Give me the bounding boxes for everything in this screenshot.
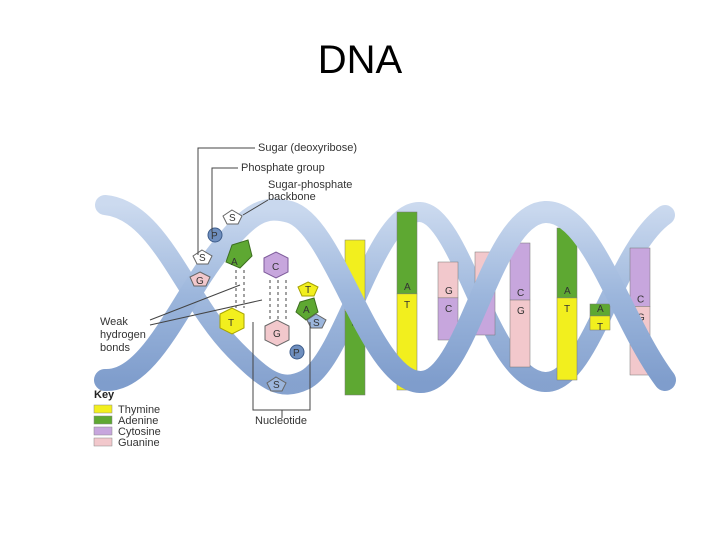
- base-pair-bottom: [556, 297, 578, 381]
- backbone-label-line1: Sugar-phosphate: [268, 179, 352, 191]
- sugar-letter: S: [199, 253, 206, 264]
- base-pair-bottom: [509, 299, 531, 368]
- adenine-letter: A: [231, 257, 238, 268]
- phosphate-letter: P: [293, 348, 300, 359]
- thymine-letter: T: [228, 318, 234, 329]
- sugar-node: [306, 313, 327, 329]
- key-label: Cytosine: [118, 426, 161, 438]
- sugar-letter: S: [229, 213, 236, 224]
- phosphate-callout: [211, 167, 238, 232]
- cytosine-detail-base: [263, 251, 289, 279]
- base-pair-top-letter: A: [404, 282, 411, 293]
- sugar-letter: S: [273, 380, 280, 391]
- base-pair-bottom: [589, 315, 611, 331]
- sugar-node: [266, 376, 287, 392]
- weak-bonds-callout: [149, 284, 241, 321]
- key-swatch: [93, 415, 113, 425]
- key-title: Key: [94, 389, 115, 401]
- base-pair-bottom: [437, 297, 459, 341]
- base-pair-bottom-letter: G: [517, 306, 525, 317]
- weak-bonds-label-line3: bonds: [100, 342, 130, 354]
- phosphate-label: Phosphate group: [241, 162, 325, 174]
- sugar-label: Sugar (deoxyribose): [258, 142, 357, 154]
- key-swatch: [93, 404, 113, 414]
- sugar-callout: [197, 147, 255, 255]
- guanine-detail-base: [189, 271, 211, 287]
- key-label: Adenine: [118, 415, 158, 427]
- guanine-letter: G: [273, 329, 281, 340]
- key-label: Thymine: [118, 404, 160, 416]
- thymine-detail-base: [297, 281, 319, 297]
- page-title: DNA: [317, 38, 403, 82]
- sugar-letter: S: [313, 318, 320, 329]
- base-pair-top-letter: A: [564, 286, 571, 297]
- weak-bonds-label-line1: Weak: [100, 316, 128, 328]
- phosphate-letter: P: [211, 231, 218, 242]
- callout-lines: [149, 147, 311, 418]
- adenine-letter: A: [303, 305, 310, 316]
- thymine-letter: T: [305, 285, 311, 296]
- base-pair-top-letter: G: [445, 286, 453, 297]
- backbone-label-line2: backbone: [268, 191, 316, 203]
- key-label: Guanine: [118, 437, 160, 449]
- sugar-node: [222, 209, 243, 225]
- cytosine-letter: C: [272, 262, 279, 273]
- backbone-strand-front: [94, 198, 676, 393]
- guanine-letter: G: [196, 276, 204, 287]
- base-pair-top-letter: C: [637, 294, 644, 305]
- key-swatch: [93, 426, 113, 436]
- adenine-detail-base: [225, 239, 253, 269]
- base-pair-bottom-letter: T: [404, 300, 410, 311]
- thymine-detail-base: [219, 307, 245, 335]
- base-pair-top-letter: C: [517, 288, 524, 299]
- weak-bonds-label-line2: hydrogen: [100, 329, 146, 341]
- base-pair-bottom-letter: T: [564, 304, 570, 315]
- guanine-detail-base: [264, 319, 290, 347]
- base-pair-bottom-letter: T: [597, 322, 603, 333]
- backbone-callout: [242, 199, 269, 216]
- nucleotide-detail: P S S G A C T G T A S P S: [189, 209, 327, 392]
- adenine-detail-base: [295, 297, 319, 321]
- phosphate-node: [289, 344, 305, 360]
- weak-bonds-callout: [149, 299, 263, 326]
- base-pair-bottom-letter: C: [445, 304, 452, 315]
- key-swatch: [93, 437, 113, 447]
- base-pair-top-letter: A: [597, 304, 604, 315]
- nucleotide-label: Nucleotide: [255, 415, 307, 427]
